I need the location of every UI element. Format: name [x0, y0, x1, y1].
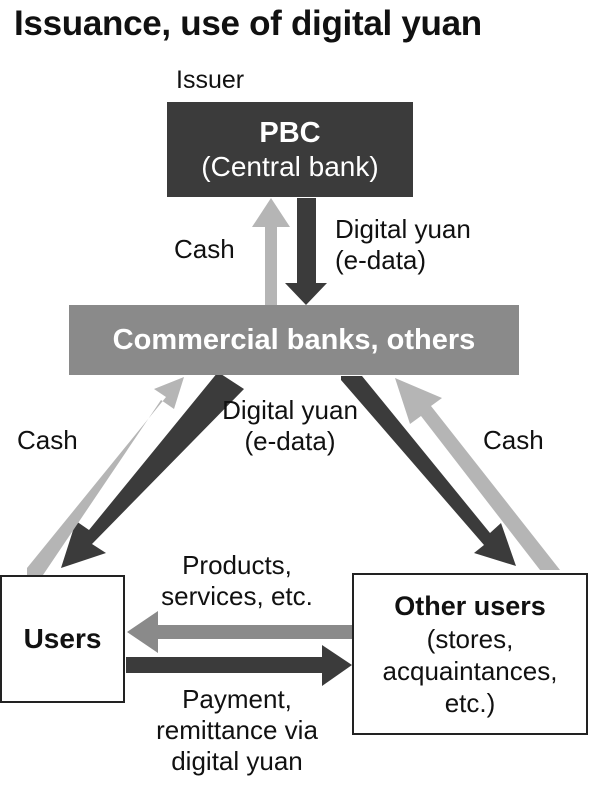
products-line-2: services, etc. — [161, 581, 313, 611]
arrow-digital-yuan-to-banks — [285, 198, 327, 305]
pbc-name: PBC — [259, 116, 321, 149]
top-digital-yuan-line-1: Digital yuan — [335, 214, 471, 244]
arrow-payment-to-others — [126, 645, 352, 686]
top-cash-label: Cash — [174, 234, 235, 264]
arrow-digital-yuan-to-others — [341, 376, 516, 566]
users-name: Users — [23, 623, 102, 654]
payment-label: Payment, remittance via digital yuan — [128, 684, 346, 777]
arrow-cash-right-up — [395, 378, 560, 570]
top-digital-yuan-label: Digital yuan (e-data) — [335, 214, 471, 276]
page-title: Issuance, use of digital yuan — [14, 4, 482, 43]
commercial-banks-box: Commercial banks, others — [69, 305, 519, 375]
payment-line-1: Payment, — [182, 684, 292, 714]
arrow-cash-to-pbc — [252, 198, 290, 305]
payment-line-3: digital yuan — [171, 746, 303, 776]
arrow-products-to-users — [127, 611, 352, 653]
other-users-sub-2: acquaintances, — [382, 655, 558, 686]
right-cash-label: Cash — [483, 425, 544, 455]
issuer-label: Issuer — [176, 66, 245, 94]
mid-digital-yuan-line-1: Digital yuan — [222, 395, 358, 425]
other-users-name: Other users — [394, 590, 546, 621]
other-users-sub-3: etc.) — [444, 687, 496, 718]
mid-digital-yuan-label: Digital yuan (e-data) — [205, 395, 375, 457]
pbc-subtitle: (Central bank) — [201, 150, 379, 182]
left-cash-label: Cash — [17, 425, 78, 455]
arrow-digital-yuan-to-users — [61, 372, 244, 568]
commercial-banks-name: Commercial banks, others — [112, 323, 476, 356]
arrow-cash-left-up — [27, 377, 184, 575]
pbc-box: PBC (Central bank) — [167, 102, 413, 197]
products-label: Products, services, etc. — [132, 550, 342, 612]
mid-digital-yuan-line-2: (e-data) — [244, 426, 336, 456]
other-users-box: Other users (stores, acquaintances, etc.… — [352, 573, 588, 735]
top-digital-yuan-line-2: (e-data) — [335, 245, 427, 275]
products-line-1: Products, — [182, 550, 292, 580]
payment-line-2: remittance via — [156, 715, 318, 745]
other-users-sub-1: (stores, — [426, 623, 514, 654]
users-box: Users — [0, 575, 125, 703]
